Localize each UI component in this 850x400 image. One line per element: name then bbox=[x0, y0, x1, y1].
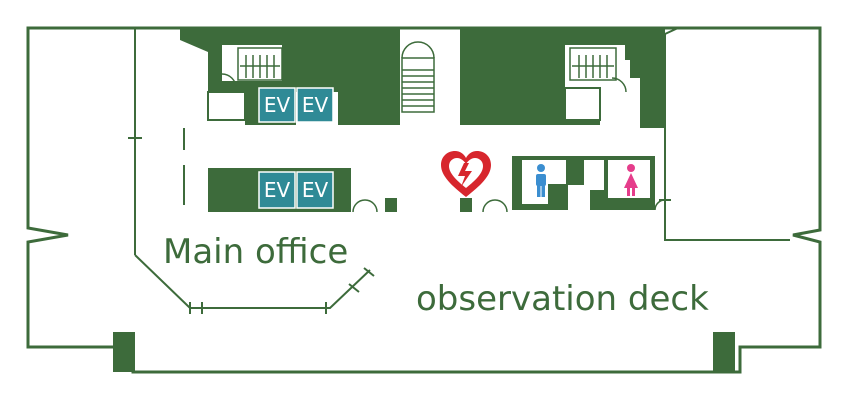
column-bottom-right bbox=[713, 332, 735, 372]
main-office-boundary bbox=[134, 254, 371, 309]
building-outline bbox=[26, 26, 822, 374]
door-swing-restroom bbox=[482, 199, 508, 213]
right-inner-wall bbox=[664, 27, 790, 241]
restroom-passage bbox=[584, 160, 604, 190]
column-bottom-left bbox=[113, 332, 135, 372]
observation-deck-label: observation deck bbox=[416, 279, 709, 319]
stair-right-icon bbox=[569, 47, 617, 81]
core-right-room bbox=[564, 87, 601, 121]
stair-center-icon bbox=[401, 41, 435, 113]
elevator-upper-1: EV bbox=[258, 87, 296, 123]
svg-text:EV: EV bbox=[264, 178, 291, 202]
stair-left-icon bbox=[237, 47, 283, 81]
door-swing-upper-right bbox=[611, 77, 627, 93]
door-swing-mid-left bbox=[352, 199, 378, 213]
elevator-upper-2: EV bbox=[296, 87, 334, 123]
female-restroom-icon bbox=[624, 164, 638, 196]
upper-core-right bbox=[460, 28, 665, 128]
svg-text:EV: EV bbox=[264, 93, 291, 117]
stair-well-left bbox=[222, 45, 282, 81]
stair-well-right bbox=[565, 45, 625, 81]
door-swing-right bbox=[654, 199, 666, 211]
elevator-lower-2: EV bbox=[296, 171, 334, 209]
male-restroom-icon bbox=[536, 164, 546, 197]
aed-heart-icon bbox=[441, 151, 491, 197]
main-office-label: Main office bbox=[163, 232, 348, 272]
core-left-room bbox=[207, 91, 246, 121]
svg-text:EV: EV bbox=[302, 93, 329, 117]
elevator-lower-1: EV bbox=[258, 171, 296, 209]
door-swing-upper-left bbox=[221, 73, 237, 89]
svg-text:EV: EV bbox=[302, 178, 329, 202]
